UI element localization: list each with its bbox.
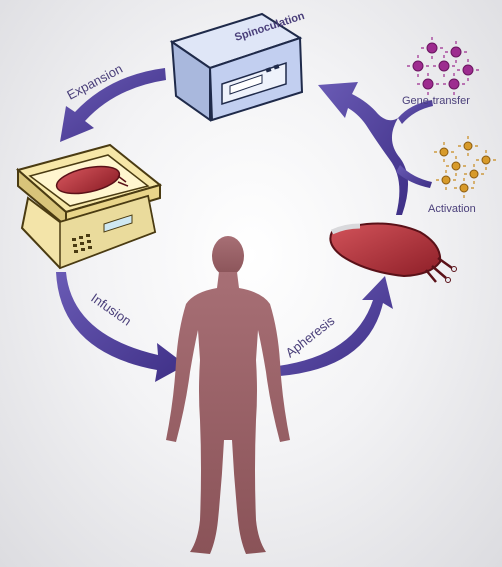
incubator-scale-icon	[15, 143, 163, 270]
activation-label: Activation	[428, 203, 476, 215]
gene-transfer-arrow	[318, 82, 433, 215]
virus-particles-icon	[412, 42, 474, 90]
activator-beads-icon	[439, 141, 491, 193]
gene-transfer-label: Gene-transfer	[402, 95, 470, 107]
expansion-arrow	[60, 68, 166, 142]
infusion-label: Infusion	[88, 290, 134, 328]
spinoculation-device-icon	[169, 12, 304, 122]
infusion-arrow	[56, 272, 186, 382]
apheresis-arrow	[278, 276, 393, 376]
virus-spikes	[407, 37, 479, 95]
blood-bag-icon	[329, 222, 457, 283]
human-silhouette-icon	[166, 236, 290, 554]
activator-spikes	[434, 136, 496, 198]
